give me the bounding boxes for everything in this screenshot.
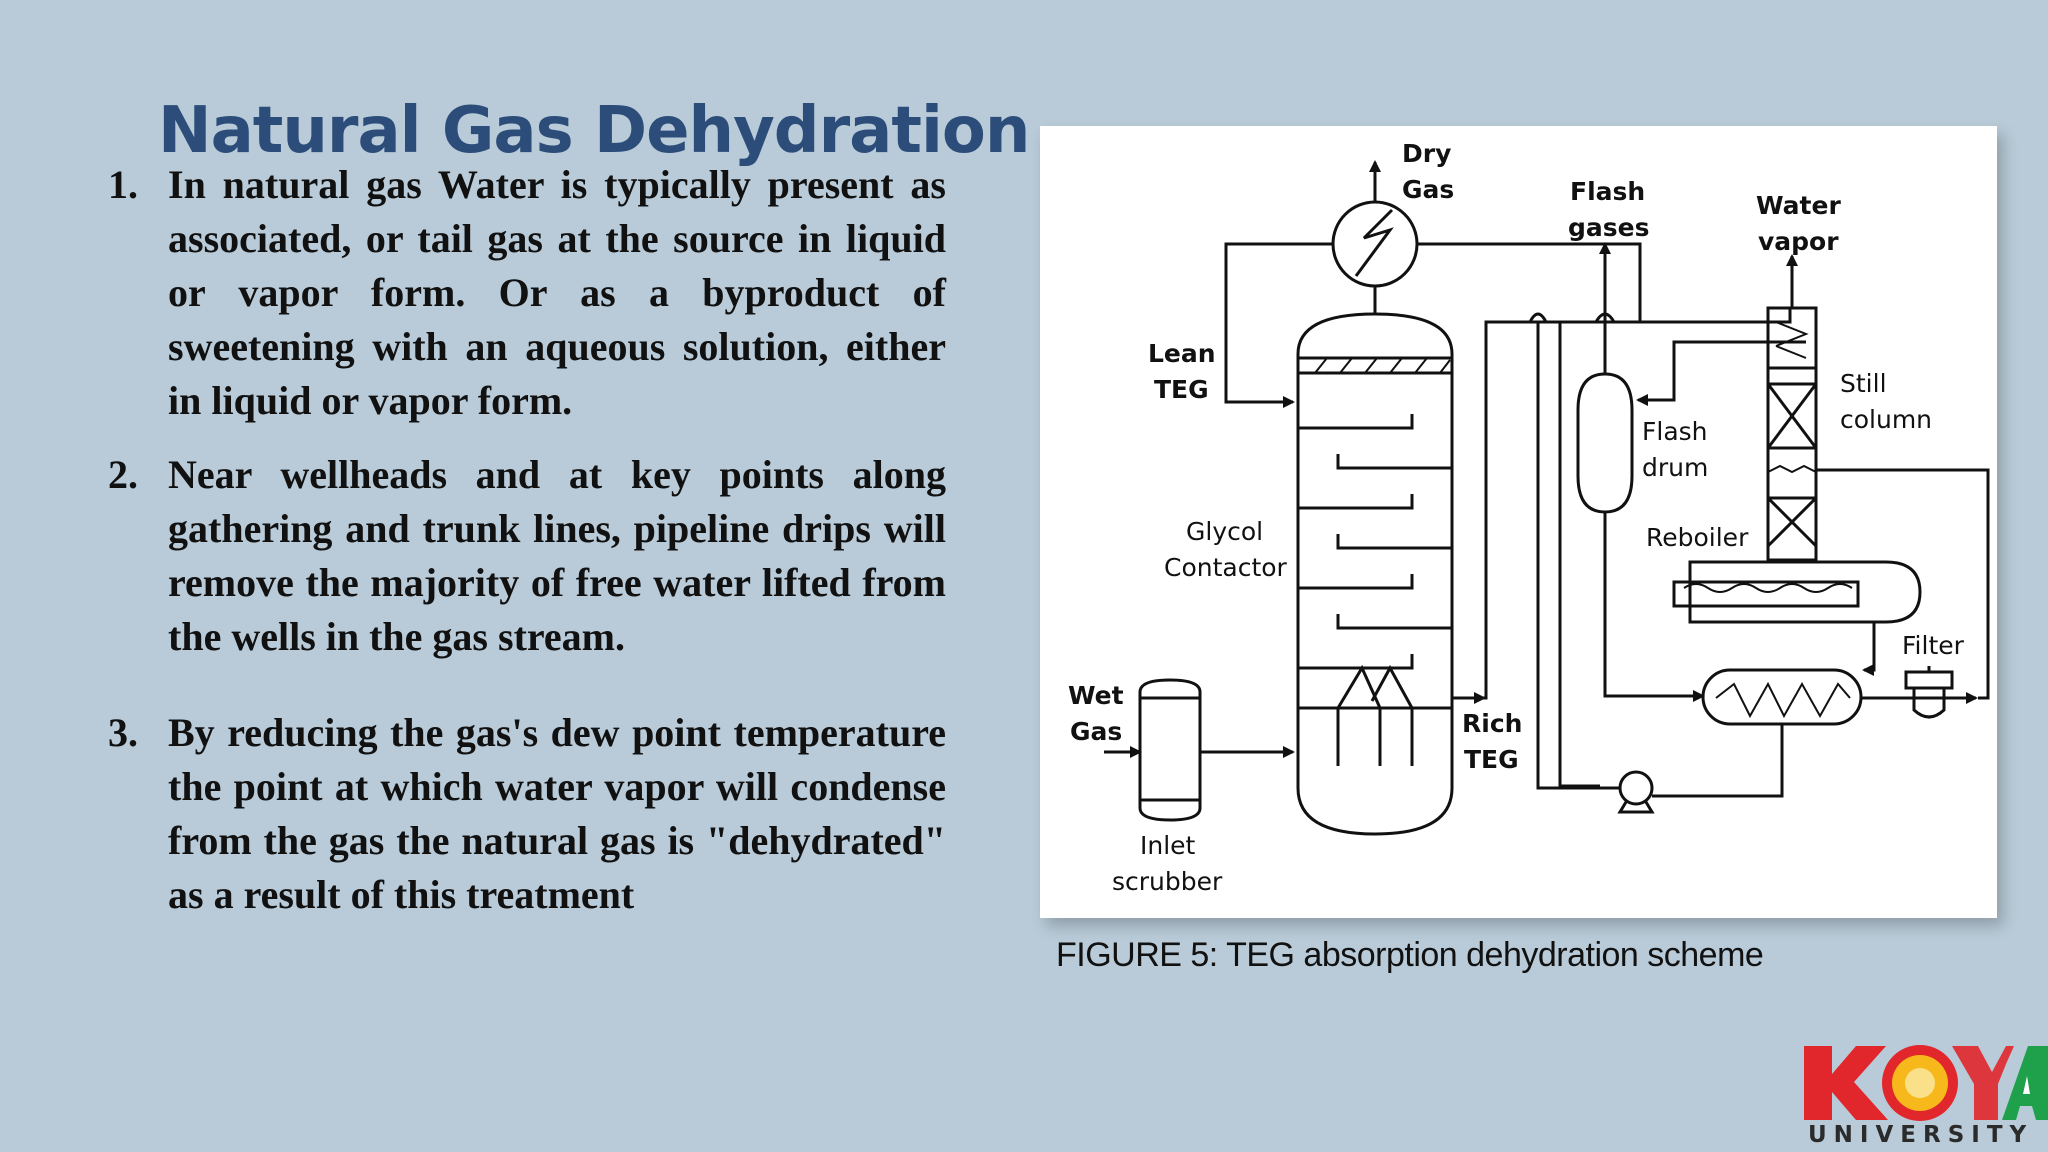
bullet-text: By reducing the gas's dew point temperat… — [168, 710, 946, 917]
slide-title: Natural Gas Dehydration — [158, 94, 1030, 168]
glycol-pump — [1618, 770, 1654, 806]
label-inlet-scrubber: scrubber — [1112, 867, 1223, 896]
inlet-scrubber-vessel — [1138, 678, 1202, 822]
label-dry-gas: Dry — [1402, 139, 1451, 168]
bullet-text: Near wellheads and at key points along g… — [168, 452, 946, 659]
bullet-number: 2. — [108, 452, 138, 497]
logo-wordmark: UNIVERSITY — [1808, 1122, 2034, 1148]
process-flow-diagram: Dry Gas Flash gases Water vapor Lean TEG… — [1068, 139, 1990, 896]
glycol-contactor-vessel — [1296, 312, 1454, 836]
koya-university-logo: UNIVERSITY — [1802, 1040, 2048, 1152]
figure-caption: FIGURE 5: TEG absorption dehydration sch… — [1056, 936, 1764, 974]
gas-glycol-exchanger — [1331, 200, 1419, 288]
bullet-point-2: 2. Near wellheads and at key points alon… — [108, 448, 946, 664]
glycol-heat-exchanger — [1701, 668, 1863, 726]
label-inlet-scrubber: Inlet — [1140, 831, 1196, 860]
label-dry-gas: Gas — [1402, 175, 1454, 204]
label-flash-drum: Flash — [1642, 417, 1708, 446]
label-glycol-contactor: Glycol — [1186, 517, 1263, 546]
bullet-text: In natural gas Water is typically presen… — [168, 162, 946, 423]
logo-letter-y — [1952, 1046, 2014, 1120]
label-lean-teg: Lean — [1148, 339, 1216, 368]
label-filter: Filter — [1902, 631, 1965, 660]
label-still-column: column — [1840, 405, 1932, 434]
label-flash-gases: gases — [1568, 213, 1649, 242]
label-water-vapor: Water — [1756, 191, 1841, 220]
label-rich-teg: Rich — [1462, 709, 1522, 738]
logo-mark — [1804, 1045, 2048, 1121]
label-rich-teg: TEG — [1464, 745, 1519, 774]
label-lean-teg: TEG — [1154, 375, 1209, 404]
label-flash-drum: drum — [1642, 453, 1708, 482]
teg-dehydration-diagram: Dry Gas Flash gases Water vapor Lean TEG… — [1040, 126, 1997, 918]
bullet-number: 3. — [108, 710, 138, 755]
label-glycol-contactor: Contactor — [1164, 553, 1288, 582]
demister-hatch — [1314, 357, 1451, 374]
label-reboiler: Reboiler — [1646, 523, 1749, 552]
reboiler-vessel — [1688, 560, 1922, 624]
label-still-column: Still — [1840, 369, 1887, 398]
bullet-number: 1. — [108, 162, 138, 207]
label-water-vapor: vapor — [1758, 227, 1839, 256]
contactor-trays — [1298, 414, 1452, 670]
label-wet-gas: Wet — [1068, 681, 1124, 710]
logo-letter-k — [1804, 1046, 1888, 1120]
filter-housing — [1904, 670, 1954, 690]
logo-letter-a — [2002, 1046, 2048, 1120]
bullet-point-1: 1. In natural gas Water is typically pre… — [108, 158, 946, 428]
bullet-point-3: 3. By reducing the gas's dew point tempe… — [108, 706, 946, 922]
flash-drum-vessel — [1576, 372, 1634, 514]
label-wet-gas: Gas — [1070, 717, 1122, 746]
label-flash-gases: Flash — [1570, 177, 1645, 206]
